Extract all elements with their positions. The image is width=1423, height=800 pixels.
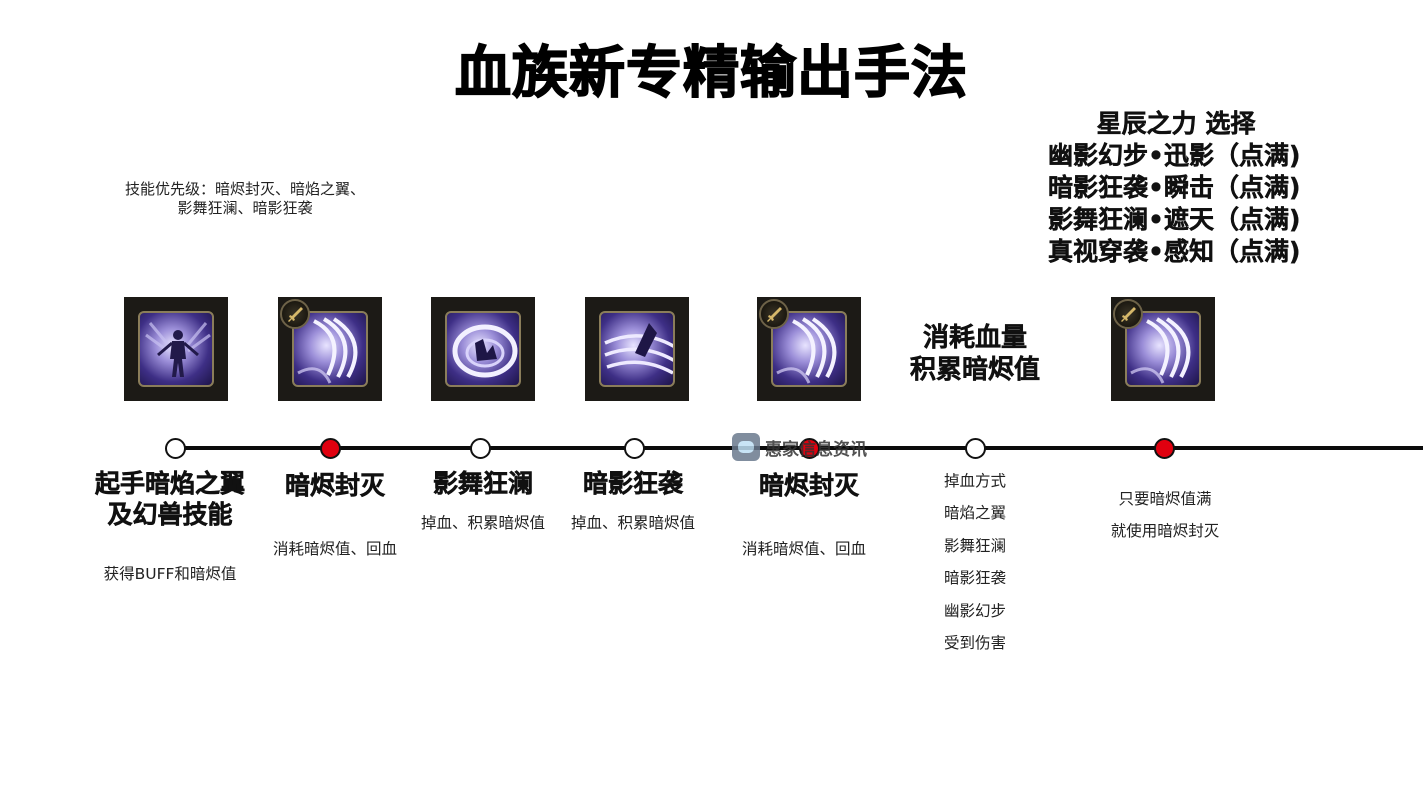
step-2-title: 暗烬封灭 (284, 471, 386, 501)
step-1-title: 起手暗焰之翼 及幻兽技能 (70, 468, 270, 530)
page-title: 血族新专精输出手法 (454, 40, 968, 107)
talent-selection-box: 星辰之力 选择 幽影幻步•迅影（点满) 暗影狂袭•瞬击（点满) 影舞狂澜•遮天（… (1030, 108, 1330, 268)
step-3-desc: 掉血、积累暗烬值 (420, 514, 545, 532)
blood-loss-item: 影舞狂澜 (943, 536, 1006, 555)
blood-loss-list-title: 掉血方式 (943, 472, 1006, 490)
shadow-wing-figure-icon (124, 297, 228, 401)
blood-loss-item: 受到伤害 (943, 633, 1006, 652)
step-7-desc: 只要暗烬值满 就使用暗烬封灭 (1090, 483, 1240, 547)
dusk-strike-claw-icon (278, 297, 382, 401)
step-1-desc: 获得BUFF和暗烬值 (103, 565, 237, 583)
dagger-badge-icon (1113, 299, 1143, 329)
skill-priority-note: 技能优先级：暗烬封灭、暗焰之翼、 影舞狂澜、暗影狂袭 (100, 180, 390, 218)
blood-cost-note: 消耗血量 积累暗烬值 (890, 322, 1060, 386)
blood-cost-line-1: 消耗血量 (922, 323, 1027, 353)
watermark: 惠家信息资讯 (732, 433, 867, 461)
shadow-dance-swirl-icon (431, 297, 535, 401)
step-5-desc: 消耗暗烬值、回血 (741, 540, 866, 558)
blood-loss-list: 掉血方式 暗焰之翼 影舞狂澜 暗影狂袭 幽影幻步 受到伤害 (925, 470, 1025, 664)
priority-line-2: 影舞狂澜、暗影狂袭 (177, 199, 313, 217)
blood-cost-line-2: 积累暗烬值 (909, 355, 1040, 385)
step-2-desc: 消耗暗烬值、回血 (272, 540, 397, 558)
step-5-title: 暗烬封灭 (758, 471, 860, 501)
dagger-badge-icon (280, 299, 310, 329)
talent-row: 幽影幻步•迅影（点满) (1048, 141, 1301, 170)
step-3-title: 影舞狂澜 (432, 469, 534, 499)
blood-loss-item: 幽影幻步 (943, 601, 1006, 620)
step-7-desc-line-2: 就使用暗烬封灭 (1110, 522, 1220, 540)
step-7-desc-line-1: 只要暗烬值满 (1118, 490, 1212, 508)
timeline-node-3 (470, 438, 491, 459)
step-1-title-line-1: 起手暗焰之翼 (94, 469, 246, 499)
timeline-node-2 (320, 438, 341, 459)
blood-loss-item: 暗影狂袭 (943, 569, 1006, 588)
watermark-text: 惠家信息资讯 (765, 439, 867, 460)
dagger-badge-icon (759, 299, 789, 329)
blood-loss-item: 暗焰之翼 (943, 504, 1006, 523)
step-4-desc: 掉血、积累暗烬值 (570, 514, 695, 532)
step-1-title-line-2: 及幻兽技能 (107, 500, 233, 530)
robot-logo-icon (732, 433, 760, 461)
talent-heading: 星辰之力 选择 (1096, 109, 1256, 138)
talent-row: 暗影狂袭•瞬击（点满) (1048, 173, 1301, 202)
talent-row: 影舞狂澜•遮天（点满) (1048, 205, 1301, 234)
dusk-strike-claw-icon (757, 297, 861, 401)
timeline-node-7 (1154, 438, 1175, 459)
timeline-node-4 (624, 438, 645, 459)
step-4-title: 暗影狂袭 (582, 469, 684, 499)
priority-line-1: 技能优先级：暗烬封灭、暗焰之翼、 (124, 180, 365, 198)
talent-row: 真视穿袭•感知（点满) (1048, 237, 1301, 266)
timeline-node-5 (799, 438, 820, 459)
dusk-strike-claw-icon (1111, 297, 1215, 401)
timeline-node-6 (965, 438, 986, 459)
timeline-node-1 (165, 438, 186, 459)
shadow-assault-slash-icon (585, 297, 689, 401)
